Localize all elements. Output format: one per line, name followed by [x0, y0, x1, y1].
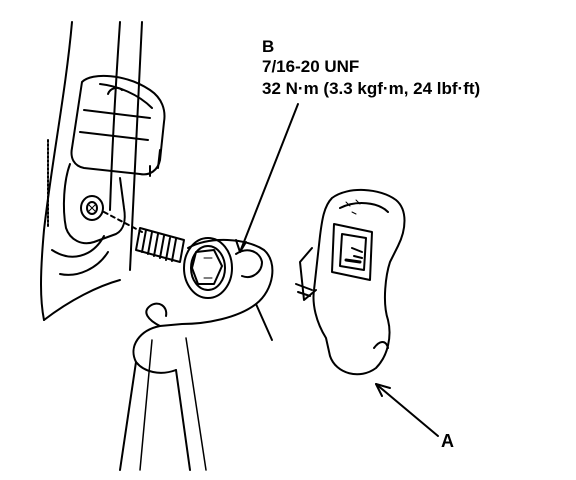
belt-anchor-plate [120, 240, 272, 470]
callout-b-torque-spec: 32 N·m (3.3 kgf·m, 24 lbf·ft) [262, 79, 481, 98]
callout-b-thread-size: 7/16-20 UNF [262, 57, 360, 76]
callout-a-leader [376, 384, 438, 436]
anchor-bolt [136, 228, 232, 298]
anchor-cover [296, 190, 405, 374]
callout-b-label: B [262, 37, 275, 56]
body-pillar [41, 22, 142, 320]
bolt-alignment-line [104, 212, 142, 232]
pillar-anchor-hole [81, 196, 103, 220]
callout-b-leader [236, 104, 298, 252]
belt-guide [64, 76, 165, 243]
callout-a-label: A [441, 431, 454, 451]
